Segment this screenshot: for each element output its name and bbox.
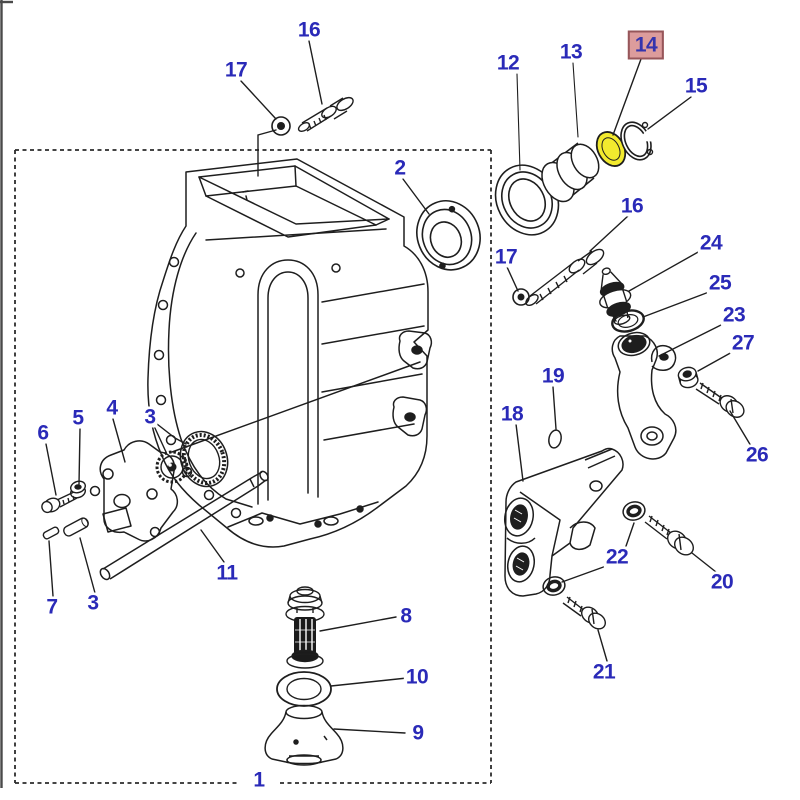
part-label-4[interactable]: 4 xyxy=(104,396,120,420)
part-label-3-gears[interactable]: 3 xyxy=(142,405,158,429)
bolt-16-top-drawing xyxy=(297,96,354,133)
part-label-2[interactable]: 2 xyxy=(392,156,408,180)
part-label-25[interactable]: 25 xyxy=(706,271,734,295)
cap-9-drawing xyxy=(264,704,344,766)
part-label-26[interactable]: 26 xyxy=(743,443,771,467)
part-label-11[interactable]: 11 xyxy=(214,561,240,585)
part-label-19[interactable]: 19 xyxy=(539,364,567,388)
part-label-17-right[interactable]: 17 xyxy=(492,245,520,269)
part-label-22[interactable]: 22 xyxy=(603,545,631,569)
part-label-13[interactable]: 13 xyxy=(557,40,585,64)
assembly-boundary-box xyxy=(14,149,492,784)
part-label-3-pin[interactable]: 3 xyxy=(85,591,101,615)
snap-ring-15-drawing xyxy=(620,116,670,161)
collar-13-drawing xyxy=(541,142,600,203)
leader-lines xyxy=(45,40,752,734)
oil-pump-4-drawing xyxy=(89,440,179,542)
pin-19-drawing xyxy=(548,429,562,449)
roller-pin-3-drawing xyxy=(63,517,89,537)
pressure-switch-24-drawing xyxy=(599,267,632,325)
part-label-14[interactable]: 14 xyxy=(627,30,665,60)
main-case-drawing xyxy=(147,158,433,548)
part-label-8[interactable]: 8 xyxy=(398,604,414,628)
part-label-1[interactable]: 1 xyxy=(251,768,267,792)
part-label-27[interactable]: 27 xyxy=(729,331,757,355)
gear-pair-3-drawing xyxy=(155,430,229,488)
oil-strainer-8-drawing xyxy=(285,586,325,669)
rocker-arm-23-drawing xyxy=(611,331,677,460)
bearing-2-drawing xyxy=(416,200,481,271)
part-label-23[interactable]: 23 xyxy=(720,303,748,327)
bolt-16-right-drawing xyxy=(525,248,605,307)
part-label-6[interactable]: 6 xyxy=(35,421,51,445)
washer-22-upper-drawing xyxy=(622,501,646,521)
part-label-16-right[interactable]: 16 xyxy=(618,194,646,218)
part-label-21[interactable]: 21 xyxy=(590,660,618,684)
scan-edge-lines xyxy=(0,0,13,788)
part-label-10[interactable]: 10 xyxy=(403,665,431,689)
shaft-11-drawing xyxy=(99,470,269,581)
washer-17-top-drawing xyxy=(271,116,291,136)
bolt-21-drawing xyxy=(562,596,606,630)
nut-5-drawing xyxy=(70,480,86,499)
part-label-15[interactable]: 15 xyxy=(682,74,710,98)
part-label-16-top[interactable]: 16 xyxy=(295,18,323,42)
part-label-12[interactable]: 12 xyxy=(494,51,522,75)
part-label-5[interactable]: 5 xyxy=(70,406,86,430)
part-label-9[interactable]: 9 xyxy=(410,721,426,745)
washer-22-lower-drawing xyxy=(542,576,566,596)
bolt-20-drawing xyxy=(644,515,694,556)
pin-7-drawing xyxy=(42,526,60,540)
part-label-18[interactable]: 18 xyxy=(498,402,526,426)
bolt-6-drawing xyxy=(41,491,78,514)
part-label-7[interactable]: 7 xyxy=(44,595,60,619)
part-label-17-top[interactable]: 17 xyxy=(222,58,250,82)
part-label-20[interactable]: 20 xyxy=(708,570,736,594)
washer-17-right-drawing xyxy=(512,288,530,306)
nut-27-drawing xyxy=(677,366,699,389)
part-label-24[interactable]: 24 xyxy=(697,231,725,255)
